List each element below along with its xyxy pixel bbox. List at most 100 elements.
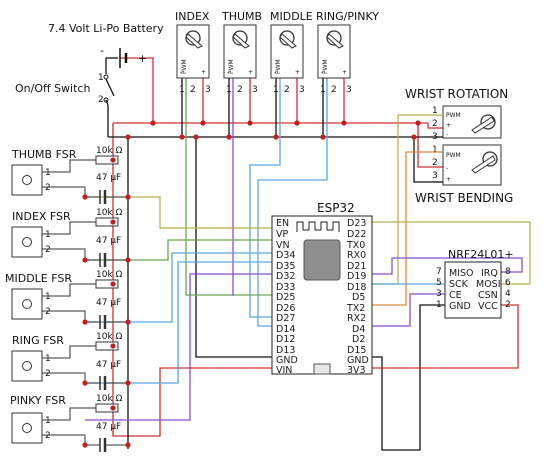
junction-dot [247,120,253,126]
svg-text:D35: D35 [276,261,295,272]
svg-text:TX2: TX2 [346,303,365,314]
svg-text:1: 1 [432,145,438,155]
svg-text:2: 2 [505,300,511,310]
ring-fsr-signal-wire [85,261,300,384]
svg-text:+: + [446,122,451,129]
on-off-switch: On/Off Switch 1 2 [15,73,115,106]
svg-text:4: 4 [505,289,511,299]
svg-text:D21: D21 [347,261,366,272]
nrf-ce-wire [372,293,445,327]
svg-text:VCC: VCC [478,301,498,312]
svg-text:47 µF: 47 µF [96,173,121,183]
junction-dot [200,120,206,126]
junction-dot [125,194,131,200]
index-signal-wire [185,78,300,296]
svg-text:+: + [295,69,300,76]
esp32-usb [313,363,331,375]
fsr-pinky: PINKY FSR 1 2 10k Ω 47 µF [10,394,128,452]
battery: 7.4 Volt Li-Po Battery + - [48,22,164,74]
svg-text:D23: D23 [347,218,366,229]
svg-text:47 µF: 47 µF [96,360,121,370]
svg-text:10k Ω: 10k Ω [96,270,123,280]
junction-dot [273,134,279,140]
svg-text:D14: D14 [276,324,295,335]
nrf-title: NRF24L01+ [448,248,514,261]
junction-dot [125,442,131,448]
svg-text:5: 5 [436,278,442,288]
svg-text:2: 2 [45,183,51,193]
svg-text:2: 2 [432,119,438,129]
esp-ground-right-wire [372,304,445,451]
fsr-ring: RING FSR 1 2 10k Ω 47 µF [11,332,128,390]
wrist-rot-power-wire [427,123,433,129]
svg-text:3V3: 3V3 [347,365,366,376]
svg-text:IRQ: IRQ [481,268,498,279]
fsr-thumb-label: THUMB FSR [11,148,77,161]
svg-text:D27: D27 [276,313,295,324]
svg-text:2: 2 [45,245,51,255]
esp32-module: ESP32 EN VP VN D34 D35 D32 D33 D25 D26 D… [271,201,373,376]
servo-index: INDEX PWM - + 1 2 3 [175,10,211,95]
vin-power-wire [112,123,300,437]
svg-text:2: 2 [190,85,196,95]
svg-text:MISO: MISO [449,268,474,279]
servo-ring-label: RING/PINKY [316,10,379,23]
svg-text:1: 1 [45,292,51,302]
svg-text:10k Ω: 10k Ω [96,146,123,156]
svg-text:+: + [201,69,206,76]
svg-text:10k Ω: 10k Ω [96,394,123,404]
servo-middle-label: MIDDLE [270,10,313,23]
junction-dot [82,442,88,448]
svg-text:8: 8 [505,267,511,277]
svg-text:1: 1 [45,168,51,178]
svg-text:1: 1 [226,85,232,95]
svg-text:+: + [248,69,253,76]
servo-wrist-bending: WRIST BENDING PWM - + 1 2 3 [415,144,513,205]
nrf-miso-wire [372,257,523,275]
junction-dot [411,134,417,140]
svg-text:2: 2 [331,85,337,95]
servo-wrist-rotation: WRIST ROTATION PWM + - 1 2 3 [405,87,508,142]
svg-text:3: 3 [432,171,438,181]
svg-text:47 µF: 47 µF [96,298,121,308]
svg-text:VP: VP [276,229,288,240]
junction-dot [193,134,199,140]
nrf-body [444,261,502,319]
svg-text:-: - [321,69,323,76]
switch-pin2: 2 [98,95,104,105]
svg-text:-: - [446,165,448,172]
svg-text:D15: D15 [347,345,366,356]
svg-text:MOSI: MOSI [476,279,501,290]
svg-text:GND: GND [347,355,369,366]
wrist-bend-signal-wire [372,151,433,306]
battery-label: 7.4 Volt Li-Po Battery [48,22,164,35]
junction-dot [179,134,185,140]
battery-plus-wire [120,57,154,123]
svg-text:D26: D26 [276,303,295,314]
svg-text:+: + [342,69,347,76]
nrf-mosi-wire [372,221,531,285]
svg-text:D18: D18 [347,282,366,293]
thumb-signal-wire [232,78,234,296]
svg-text:RX2: RX2 [347,313,366,324]
svg-text:3: 3 [299,85,305,95]
svg-text:EN: EN [276,218,289,229]
junction-dot [320,134,326,140]
svg-text:GND: GND [276,355,298,366]
servo-thumb-label: THUMB [221,10,262,23]
svg-text:PWM: PWM [446,152,461,159]
svg-text:-: - [274,69,276,76]
junction-dot [150,120,156,126]
svg-text:7: 7 [436,267,442,277]
wrist-rotation-label: WRIST ROTATION [405,87,508,101]
junction-dot [82,380,88,386]
svg-text:SCK: SCK [449,279,469,290]
svg-text:3: 3 [252,85,258,95]
wrist-bend-power-wire [417,123,433,168]
svg-text:1: 1 [45,354,51,364]
fsr-ring-label: RING FSR [12,334,64,347]
junction-dot [110,219,116,225]
svg-text:TX0: TX0 [346,240,365,251]
